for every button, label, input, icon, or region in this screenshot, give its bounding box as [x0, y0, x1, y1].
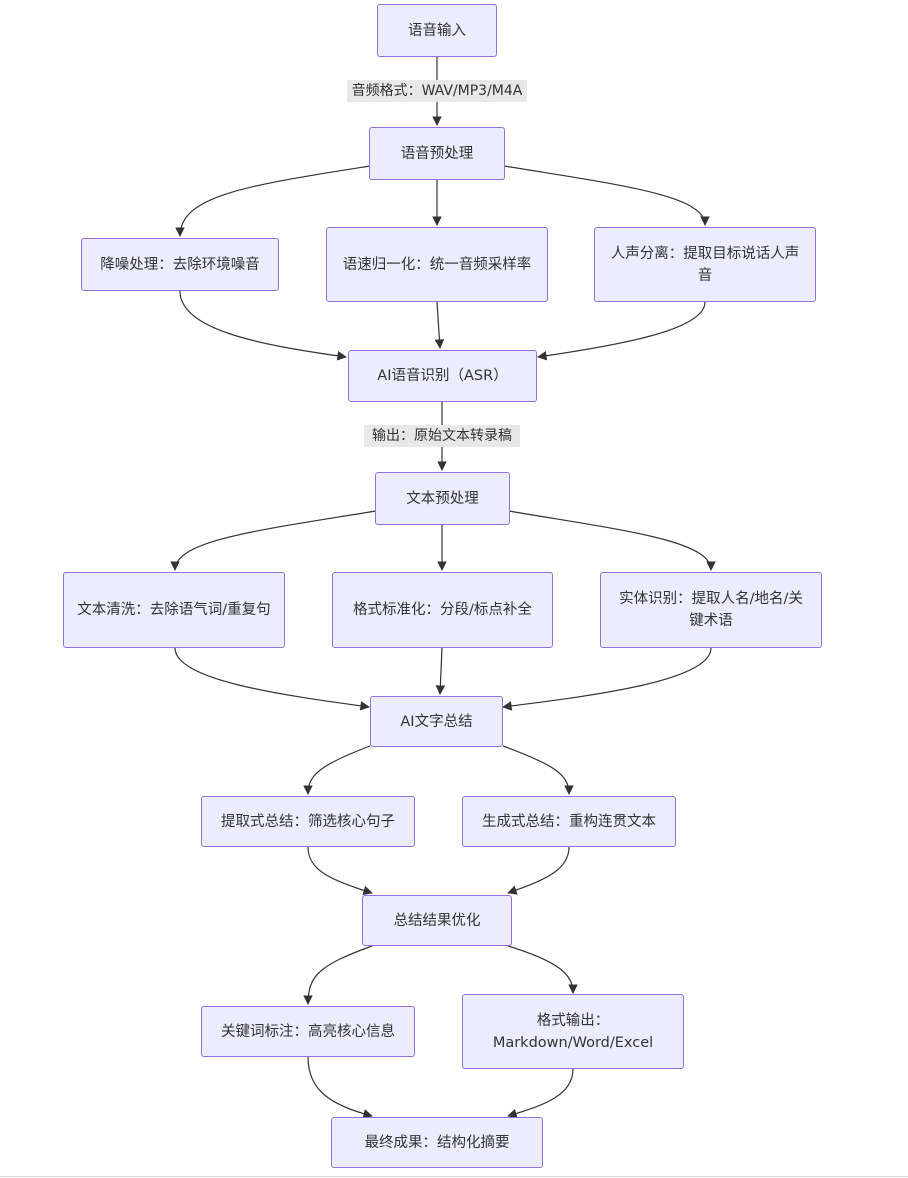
node-format-normalize[interactable]: 格式标准化：分段/标点补全	[332, 572, 553, 648]
edge-textpre-to-clean	[170, 510, 377, 571]
edge-preprocess-to-denoise	[175, 165, 371, 237]
node-format-output[interactable]: 格式输出： Markdown/Word/Excel	[462, 994, 684, 1069]
node-voice-preprocess[interactable]: 语音预处理	[369, 127, 505, 180]
node-text-preprocess-label: 文本预处理	[406, 490, 479, 507]
node-entity-recognition[interactable]: 实体识别：提取人名/地名/关键术语	[600, 572, 822, 648]
node-generative-summary[interactable]: 生成式总结：重构连贯文本	[462, 796, 676, 847]
edge-generative-to-optimize	[507, 846, 570, 895]
edge-preprocess-to-separation	[503, 165, 710, 226]
node-speaker-separation[interactable]: 人声分离：提取目标说话人声音	[594, 227, 816, 302]
node-final-result-label: 最终成果：结构化摘要	[364, 1134, 510, 1151]
node-voice-input-label: 语音输入	[408, 22, 466, 39]
edge-optimize-to-keyword	[303, 945, 373, 1005]
node-keyword-highlight[interactable]: 关键词标注：高亮核心信息	[201, 1006, 415, 1057]
node-text-clean[interactable]: 文本清洗：去除语气词/重复句	[63, 572, 285, 648]
node-speed-normalize[interactable]: 语速归一化：统一音频采样率	[326, 227, 548, 302]
node-entity-recognition-label: 实体识别：提取人名/地名/关键术语	[619, 591, 803, 629]
edge-format-output-to-final	[507, 1068, 574, 1119]
node-denoise-label: 降噪处理：去除环境噪音	[100, 256, 260, 273]
edge-keyword-to-final	[307, 1056, 373, 1119]
node-format-normalize-label: 格式标准化：分段/标点补全	[353, 602, 532, 618]
node-generative-summary-label: 生成式总结：重构连贯文本	[482, 813, 656, 830]
edge-clean-to-summary	[174, 647, 370, 711]
node-summary-optimize-label: 总结结果优化	[393, 912, 481, 929]
node-voice-input[interactable]: 语音输入	[377, 4, 497, 57]
node-denoise[interactable]: 降噪处理：去除环境噪音	[81, 238, 279, 291]
edge-separation-to-asr	[537, 301, 706, 361]
edge-entity-to-summary	[502, 647, 712, 711]
edge-format-to-summary	[435, 647, 446, 695]
node-summary-optimize[interactable]: 总结结果优化	[362, 895, 512, 946]
edge-label-asr-output: 输出：原始文本转录稿	[364, 425, 520, 447]
node-format-output-label-line2: Markdown/Word/Excel	[492, 1034, 654, 1051]
edge-extractive-to-optimize	[307, 846, 373, 896]
node-asr[interactable]: AI语音识别（ASR）	[348, 350, 537, 402]
node-text-clean-label: 文本清洗：去除语气词/重复句	[77, 602, 271, 618]
node-format-output-label-line1: 格式输出：	[536, 1012, 610, 1029]
edge-textpre-to-entity	[508, 510, 716, 571]
node-ai-summary-label: AI文字总结	[400, 713, 473, 730]
bottom-divider	[0, 1176, 908, 1177]
node-asr-label: AI语音识别（ASR）	[377, 368, 508, 384]
edge-summary-to-generative	[502, 745, 574, 795]
node-speaker-separation-label: 人声分离：提取目标说话人声音	[610, 245, 800, 284]
edge-summary-to-extractive	[303, 745, 371, 795]
edge-denoise-to-asr	[179, 290, 347, 361]
edge-optimize-to-format-output	[507, 945, 578, 994]
node-extractive-summary-label: 提取式总结：筛选核心句子	[221, 813, 395, 830]
edge-label-audio-format: 音频格式：WAV/MP3/M4A	[347, 80, 527, 102]
node-extractive-summary[interactable]: 提取式总结：筛选核心句子	[201, 796, 415, 847]
node-ai-summary[interactable]: AI文字总结	[370, 696, 503, 747]
node-speed-normalize-label: 语速归一化：统一音频采样率	[342, 256, 532, 273]
node-keyword-highlight-label: 关键词标注：高亮核心信息	[221, 1023, 395, 1040]
edge-speed-to-asr	[434, 301, 445, 349]
node-voice-preprocess-label: 语音预处理	[400, 145, 474, 162]
node-text-preprocess[interactable]: 文本预处理	[375, 472, 510, 525]
node-final-result[interactable]: 最终成果：结构化摘要	[331, 1117, 543, 1168]
